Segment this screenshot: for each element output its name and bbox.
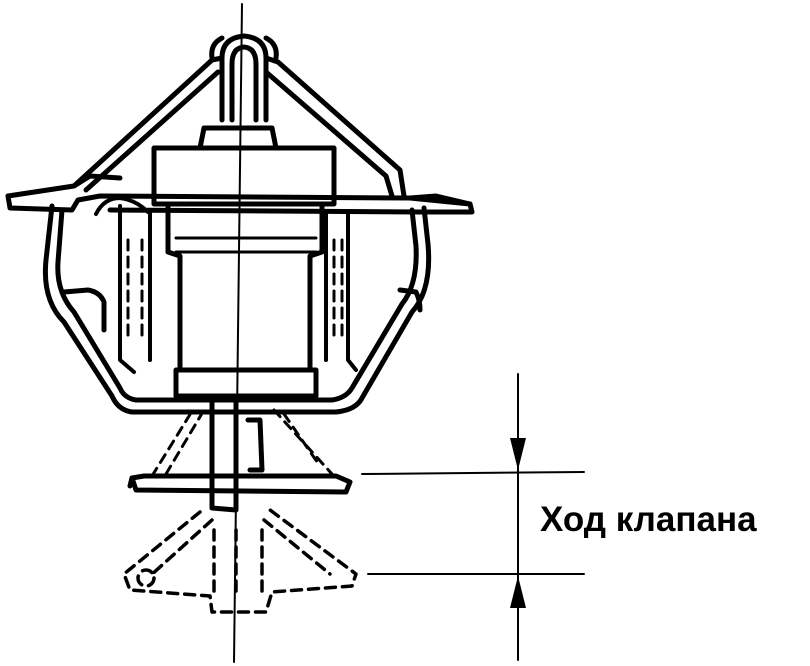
valve-disc-closed: [127, 473, 353, 495]
spring-closed: [150, 406, 334, 478]
wax-element: [151, 125, 337, 399]
valve-stroke-label: Ход клапана: [540, 500, 757, 539]
stroke-dimension: [361, 373, 585, 661]
spindle: [209, 33, 279, 123]
guide-posts: [94, 196, 358, 374]
upper-extension-line: [361, 471, 585, 475]
valve-disc-open: [122, 508, 358, 614]
valve-stem: [209, 393, 265, 513]
mounting-flange: [5, 173, 475, 215]
dimension-arrow-top: [510, 438, 526, 470]
frame-bridge: [71, 55, 407, 199]
dimension-arrow-bottom: [510, 576, 526, 608]
